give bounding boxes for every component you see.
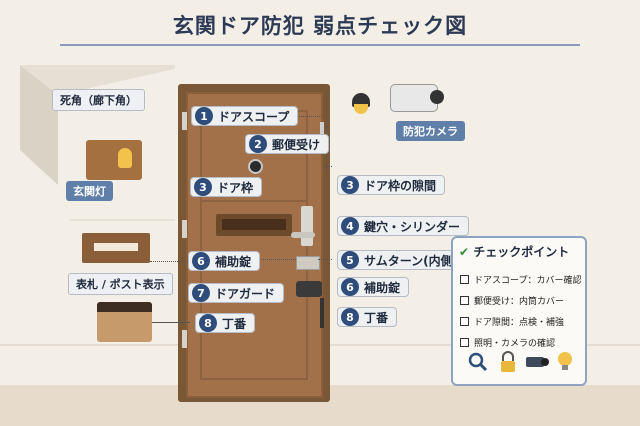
callout-aux-lock-left: 6 補助錠 [188,251,261,271]
callout-mail-slot: 2 郵便受け [245,134,330,154]
callout-label: 丁番 [364,310,389,325]
callout-number: 4 [341,217,359,235]
checklist-item-label: ドアスコープ：カバー確認 [474,276,582,286]
callout-thumb-turn: 5 サムターン(内側) [337,250,468,270]
callout-aux-lock-right: 6 補助錠 [337,277,410,297]
entrance-lamp [86,140,142,180]
thumb-turn [296,256,320,270]
callout-label: 丁番 [222,316,247,331]
callout-number: 2 [249,135,267,153]
nameplate-tag: 表札 / ポスト表示 [68,273,173,295]
sensor-light-icon [352,93,370,107]
door-groove [200,378,308,380]
leader-line [326,92,327,172]
door-groove [200,110,202,380]
auxiliary-lock [296,281,322,297]
door-groove [200,200,308,202]
mailbox-slot [94,243,138,251]
callout-label: ドアスコープ [218,109,290,124]
hinge [182,330,187,348]
strike-plate [320,298,324,328]
checkbox[interactable] [460,317,469,326]
callout-label: ドア枠の隙間 [364,178,437,193]
callout-label: 補助錠 [215,254,252,269]
callout-number: 7 [192,284,210,302]
callout-hinge-left: 8 丁番 [195,313,256,333]
callout-label: ドアガード [215,286,276,301]
callout-label: 鍵穴・シリンダー [364,219,461,234]
peephole [248,159,263,174]
checklist-item[interactable]: ドア隙間：点検・補強 [460,315,564,328]
callout-number: 8 [199,314,217,332]
mail-slot-opening [222,219,286,230]
checklist-item[interactable]: 照明・カメラの確認 [460,336,555,349]
checklist-title-text: チェックポイント [473,245,570,259]
post-box-lid [97,302,152,312]
checkbox[interactable] [460,296,469,305]
lamp-bulb [118,148,132,168]
callout-cylinder: 4 鍵穴・シリンダー [337,216,470,236]
camera-tag: 防犯カメラ [396,121,465,141]
checklist-item[interactable]: ドアスコープ：カバー確認 [460,273,581,286]
checkbox[interactable] [460,338,469,347]
lightbulb-icon [558,352,572,370]
entrance-light-tag: 玄関灯 [66,181,113,201]
callout-door-scope: 1 ドアスコープ [191,106,299,126]
callout-number: 5 [341,251,359,269]
callout-label: ドア枠 [217,180,254,195]
hinge [182,220,187,238]
leader-line [150,261,188,262]
callout-frame-gap: 3 ドア枠の隙間 [337,175,446,195]
callout-number: 6 [192,252,210,270]
checklist-item-label: 照明・カメラの確認 [474,339,556,349]
leader-line [318,259,332,260]
camera-icon [526,357,549,367]
checklist-item-label: ドア隙間：点検・補強 [474,318,565,328]
door-handle [291,232,315,238]
camera-lens [430,90,444,104]
blind-spot-tag: 死角（廊下角） [52,89,145,111]
title-underline [60,44,580,46]
leader-line [324,166,332,167]
magnifier-icon [468,352,488,372]
callout-label: 郵便受け [272,137,321,152]
callout-label: 補助錠 [364,280,401,295]
handle-plate [301,206,313,246]
callout-number: 3 [341,176,359,194]
strike-plate [320,122,324,134]
leader-line [252,259,296,260]
callout-door-frame: 3 ドア枠 [190,177,263,197]
hinge [182,112,187,130]
checkbox[interactable] [460,275,469,284]
callout-door-guard: 7 ドアガード [188,283,285,303]
leader-line [152,322,190,323]
callout-hinge-right: 8 丁番 [337,307,398,327]
checklist-title: ✔ チェックポイント [459,243,569,260]
page-title: 玄関ドア防犯 弱点チェック図 [172,14,468,38]
leader-line [286,116,322,117]
sensor-light-bulb [354,104,368,114]
padlock-icon [501,351,515,372]
checklist-item[interactable]: 郵便受け：内筒カバー [460,294,564,307]
callout-number: 1 [195,107,213,125]
callout-number: 8 [341,308,359,326]
callout-label: サムターン(内側) [364,253,459,268]
callout-number: 3 [194,178,212,196]
check-icon: ✔ [459,245,470,259]
checklist-item-label: 郵便受け：内筒カバー [474,297,565,307]
callout-number: 6 [341,278,359,296]
